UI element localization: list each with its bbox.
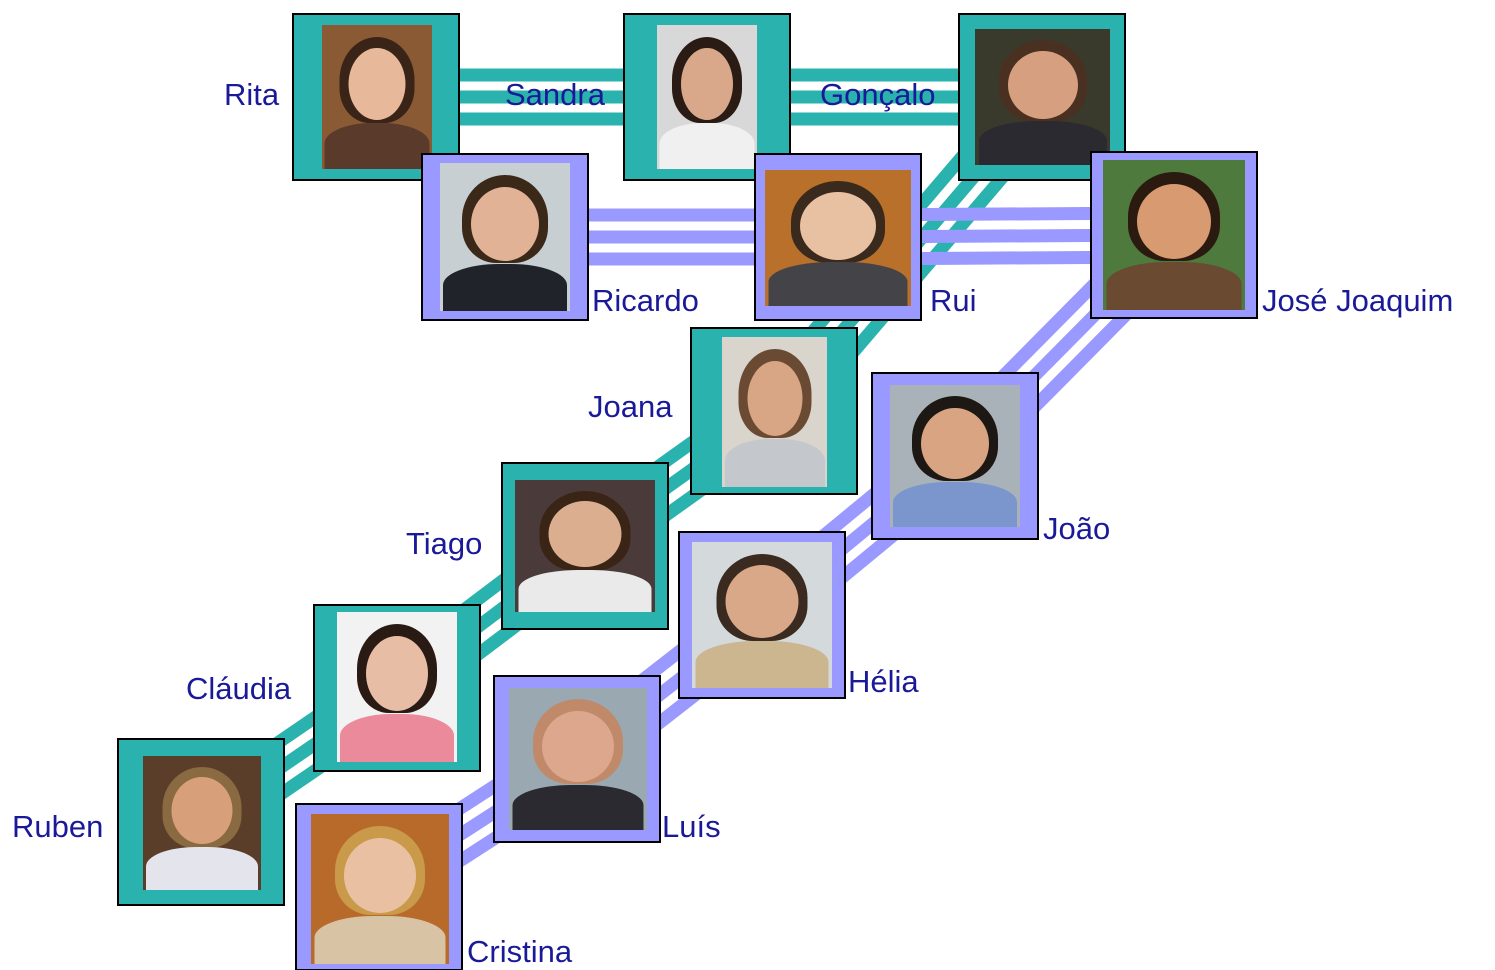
portrait-photo — [322, 25, 432, 169]
portrait-photo — [337, 612, 457, 762]
portrait-face — [348, 48, 406, 120]
person-card-goncalo — [958, 13, 1126, 181]
person-card-luis — [493, 675, 661, 843]
portrait-torso — [314, 916, 446, 964]
person-name-ruben: Ruben — [12, 809, 104, 844]
portrait-torso — [1106, 262, 1242, 310]
person-card-tiago — [501, 462, 669, 630]
portrait-photo — [722, 337, 827, 487]
portrait-photo — [657, 25, 757, 169]
person-name-claudia: Cláudia — [186, 671, 292, 706]
person-card-helia — [678, 531, 846, 699]
portrait-torso — [695, 641, 829, 688]
person-name-cristina: Cristina — [467, 934, 573, 969]
portrait-face — [171, 777, 233, 844]
portrait-face — [1007, 51, 1078, 119]
portrait-face — [1137, 184, 1211, 259]
portrait-torso — [443, 264, 567, 311]
portrait-photo — [440, 163, 570, 311]
portrait-photo — [692, 542, 832, 688]
person-card-jose-joaquim — [1090, 151, 1258, 319]
person-name-tiago: Tiago — [406, 526, 483, 561]
portrait-face — [725, 565, 799, 638]
portrait-photo — [509, 688, 647, 830]
portrait-face — [921, 408, 989, 479]
person-name-joao: João — [1043, 511, 1111, 546]
portrait-face — [747, 361, 802, 436]
portrait-face — [542, 711, 614, 782]
person-name-rita: Rita — [224, 77, 280, 112]
portrait-torso — [340, 714, 454, 762]
portrait-photo — [311, 814, 449, 964]
person-name-jose-joaquim: José Joaquim — [1262, 283, 1454, 318]
portrait-torso — [724, 439, 825, 487]
person-name-rui: Rui — [930, 283, 977, 318]
portrait-torso — [146, 847, 258, 890]
person-card-sandra — [623, 13, 791, 181]
portrait-torso — [978, 121, 1107, 165]
portrait-torso — [659, 123, 755, 169]
portrait-face — [344, 838, 416, 913]
person-name-sandra: Sandra — [505, 77, 605, 112]
portrait-face — [800, 192, 876, 260]
person-card-ruben — [117, 738, 285, 906]
person-name-luis: Luís — [662, 809, 721, 844]
portrait-face — [548, 501, 622, 567]
portrait-face — [471, 187, 539, 261]
portrait-torso — [512, 785, 644, 830]
portrait-photo — [765, 170, 911, 306]
portrait-torso — [324, 123, 430, 169]
person-name-helia: Hélia — [848, 664, 919, 699]
portrait-photo — [890, 385, 1020, 527]
person-card-rui — [754, 153, 922, 321]
portrait-photo — [515, 480, 655, 612]
portrait-torso — [518, 570, 652, 612]
portrait-photo — [975, 29, 1110, 165]
person-card-joao — [871, 372, 1039, 540]
person-card-ricardo — [421, 153, 589, 321]
person-card-claudia — [313, 604, 481, 772]
portrait-face — [366, 636, 428, 711]
portrait-torso — [893, 482, 1017, 527]
portrait-photo — [143, 756, 261, 890]
portrait-torso — [768, 262, 908, 306]
person-card-joana — [690, 327, 858, 495]
person-name-ricardo: Ricardo — [592, 283, 699, 318]
person-card-cristina — [295, 803, 463, 970]
person-name-goncalo: Gonçalo — [820, 77, 936, 112]
portrait-face — [681, 48, 733, 120]
person-name-joana: Joana — [588, 389, 673, 424]
portrait-photo — [1103, 160, 1245, 310]
